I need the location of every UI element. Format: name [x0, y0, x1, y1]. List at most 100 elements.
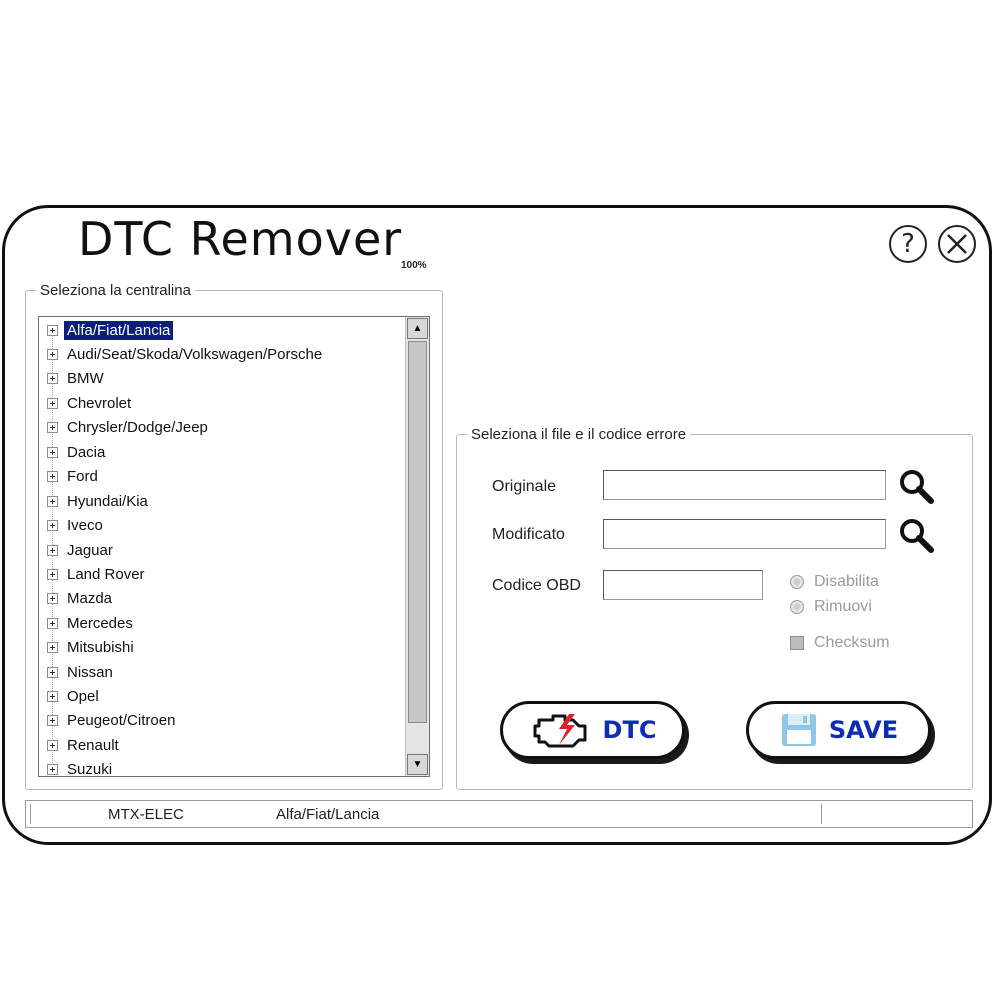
originale-input[interactable] — [603, 470, 886, 500]
tree-item-label: Mazda — [67, 589, 113, 607]
tree-item[interactable]: Peugeot/Citroen — [47, 709, 178, 731]
disabilita-label: Disabilita — [814, 573, 879, 590]
tree-item[interactable]: BMW — [47, 367, 107, 389]
status-ecu-type: MTX-ELEC — [108, 806, 184, 823]
tree-item-label: Mercedes — [67, 614, 133, 632]
tree-item-label: Alfa/Fiat/Lancia — [64, 320, 174, 340]
radio-icon — [790, 600, 804, 614]
tree-item[interactable]: Mercedes — [47, 612, 136, 634]
engine-check-icon — [533, 714, 587, 748]
status-separator — [821, 804, 822, 824]
help-icon: ? — [901, 229, 915, 259]
tree-item[interactable]: Iveco — [47, 514, 106, 536]
expand-icon[interactable] — [47, 641, 58, 653]
tree-item[interactable]: Jaguar — [47, 539, 116, 561]
disabilita-radio[interactable]: Disabilita — [790, 573, 879, 591]
tree-item-label: Iveco — [67, 516, 103, 534]
tree-scrollbar[interactable]: ▲ ▼ — [405, 317, 429, 776]
save-button[interactable]: SAVE — [746, 701, 931, 759]
expand-icon[interactable] — [47, 519, 58, 531]
originale-label: Originale — [492, 478, 557, 495]
expand-icon[interactable] — [47, 470, 58, 482]
expand-icon[interactable] — [47, 372, 58, 384]
codice-obd-label: Codice OBD — [492, 577, 581, 594]
expand-icon[interactable] — [47, 544, 58, 556]
scroll-down-button[interactable]: ▼ — [407, 754, 428, 775]
status-bar: MTX-ELEC Alfa/Fiat/Lancia — [25, 800, 973, 828]
ecu-tree[interactable]: Alfa/Fiat/Lancia Audi/Seat/Skoda/Volkswa… — [38, 316, 430, 777]
expand-icon[interactable] — [47, 592, 58, 604]
checksum-checkbox[interactable]: Checksum — [790, 634, 890, 652]
tree-item[interactable]: Chevrolet — [47, 392, 134, 414]
expand-icon[interactable] — [47, 690, 58, 702]
close-button[interactable] — [938, 225, 976, 263]
tree-item[interactable]: Dacia — [47, 441, 108, 463]
tree-item[interactable]: Chrysler/Dodge/Jeep — [47, 416, 211, 438]
tree-item-label: BMW — [67, 369, 104, 387]
tree-item-label: Dacia — [67, 443, 106, 461]
tree-item[interactable]: Opel — [47, 685, 102, 707]
tree-item[interactable]: Suzuki — [47, 758, 115, 777]
tree-item[interactable]: Alfa/Fiat/Lancia — [47, 319, 174, 341]
tree-item-label: Peugeot/Citroen — [67, 711, 176, 729]
tree-item-label: Chevrolet — [67, 394, 132, 412]
expand-icon[interactable] — [47, 348, 58, 360]
expand-icon[interactable] — [47, 568, 58, 580]
tree-item[interactable]: Mitsubishi — [47, 636, 137, 658]
floppy-disk-icon — [781, 714, 816, 746]
status-separator — [30, 804, 31, 824]
tree-item[interactable]: Renault — [47, 734, 122, 756]
scroll-up-button[interactable]: ▲ — [407, 318, 428, 339]
radio-icon — [790, 575, 804, 589]
app-title: DTC Remover — [78, 212, 403, 266]
file-selection-group: Seleziona il file e il codice errore — [456, 426, 973, 790]
ecu-selection-group: Seleziona la centralina — [25, 282, 443, 790]
tree-item[interactable]: Audi/Seat/Skoda/Volkswagen/Porsche — [47, 343, 325, 365]
expand-icon[interactable] — [47, 397, 58, 409]
expand-icon[interactable] — [47, 421, 58, 433]
status-brand: Alfa/Fiat/Lancia — [276, 806, 380, 823]
expand-icon[interactable] — [47, 763, 58, 775]
tree-item-label: Suzuki — [67, 760, 113, 777]
expand-icon[interactable] — [47, 446, 58, 458]
ecu-selection-legend: Seleziona la centralina — [40, 282, 191, 299]
checkbox-icon — [790, 636, 804, 650]
tree-item-label: Land Rover — [67, 565, 145, 583]
modificato-input[interactable] — [603, 519, 886, 549]
dtc-button[interactable]: DTC — [500, 701, 685, 759]
expand-icon[interactable] — [47, 666, 58, 678]
rimuovi-label: Rimuovi — [814, 598, 872, 615]
scroll-thumb[interactable] — [408, 341, 427, 723]
checksum-label: Checksum — [814, 634, 890, 651]
expand-icon[interactable] — [47, 617, 58, 629]
expand-icon[interactable] — [47, 739, 58, 751]
tree-item-label: Chrysler/Dodge/Jeep — [67, 418, 208, 436]
dtc-button-label: DTC — [602, 716, 657, 744]
tree-item[interactable]: Ford — [47, 465, 101, 487]
tree-item-label: Renault — [67, 736, 119, 754]
expand-icon[interactable] — [47, 495, 58, 507]
search-icon[interactable] — [896, 466, 936, 506]
tree-item[interactable]: Hyundai/Kia — [47, 490, 151, 512]
close-icon — [947, 234, 967, 254]
tree-item[interactable]: Land Rover — [47, 563, 148, 585]
tree-item-label: Nissan — [67, 663, 113, 681]
tree-item-label: Ford — [67, 467, 98, 485]
search-icon[interactable] — [896, 515, 936, 555]
progress-text: 100% — [401, 260, 427, 271]
ecu-tree-items: Alfa/Fiat/Lancia Audi/Seat/Skoda/Volkswa… — [39, 317, 405, 776]
file-selection-legend: Seleziona il file e il codice errore — [471, 426, 687, 443]
tree-item-label: Opel — [67, 687, 99, 705]
tree-item-label: Mitsubishi — [67, 638, 134, 656]
modificato-label: Modificato — [492, 526, 565, 543]
tree-item[interactable]: Nissan — [47, 661, 116, 683]
rimuovi-radio[interactable]: Rimuovi — [790, 598, 872, 616]
expand-icon[interactable] — [47, 714, 58, 726]
codice-obd-input[interactable] — [603, 570, 763, 600]
help-button[interactable]: ? — [889, 225, 927, 263]
tree-item-label: Jaguar — [67, 541, 113, 559]
tree-item[interactable]: Mazda — [47, 587, 115, 609]
save-button-label: SAVE — [828, 716, 899, 744]
expand-icon[interactable] — [47, 324, 58, 336]
tree-item-label: Hyundai/Kia — [67, 492, 148, 510]
